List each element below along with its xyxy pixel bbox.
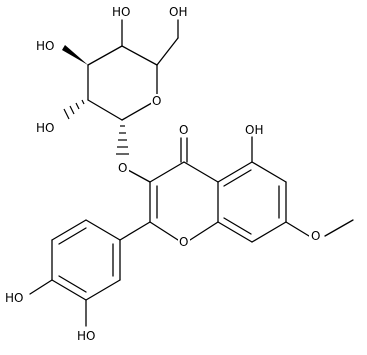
label-methoxy-o: O [311,229,320,243]
label-ho-catechol-2: HO [77,329,95,343]
bond-b-3 [51,279,87,301]
wedge-c3-ho [62,45,88,65]
label-carbonyl-o: O [179,123,188,137]
bond-o1-c2 [149,221,179,241]
bond-c7-c8 [251,221,287,243]
bond-a-double-1 [223,169,252,187]
bond-c5-ch2 [156,37,179,66]
bond-c8-c8a [217,221,253,243]
bond-c4-c5 [121,45,158,66]
label-ring-o-sugar: O [152,94,161,108]
atom-labels: HO OH HO O HO O O OH O O HO HO [4,4,323,343]
label-ho-catechol-1: HO [5,291,23,305]
label-ho-sugar-c2: HO [36,121,54,135]
bond-b-6 [85,219,121,241]
bond-o-c3 [127,169,151,183]
bond-c3-c4 [149,161,185,183]
bond-ome-ch3 [324,219,354,237]
label-oh-ch2: OH [169,5,187,19]
bond-b-double-3 [58,227,87,245]
sugar-ring-bonds [87,45,158,121]
bond-c1-c2 [87,99,123,121]
bond-c3-c4 [87,45,123,66]
bond-b-2 [85,279,121,301]
bond-a-double-3 [223,217,252,235]
bond-b-5 [51,219,87,241]
bond-c4a-c5 [217,161,253,183]
label-glycosidic-o: O [118,161,127,175]
bond-b-double-2 [58,275,87,293]
label-ring-o-chromone: O [179,235,188,249]
label-ho-sugar-left: HO [36,39,54,53]
bond-c4p-oh [29,279,53,295]
bond-c5-c6 [251,161,287,183]
bond-c4-c4a [183,161,219,183]
bond-c8a-o1 [189,221,219,241]
bond-c2-c1p [119,221,151,241]
bond-c7-ome [285,221,310,237]
label-oh-c5: OH [245,123,263,137]
label-ho-sugar-top: HO [112,5,130,19]
hash-c2-ho [63,99,85,120]
hash-c1-o [116,125,129,155]
